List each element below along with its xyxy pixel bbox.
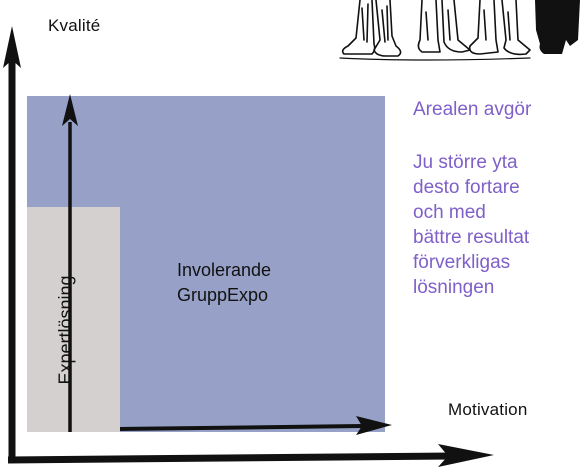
body-line: och med: [413, 202, 486, 223]
expert-solution-area: [27, 207, 120, 432]
x-axis-arrowhead: [438, 444, 494, 467]
inner-x-arrowhead: [356, 416, 392, 435]
group-label-line: Involerande: [177, 260, 272, 280]
inner-x-arrow-line: [119, 424, 363, 431]
body-line: lösningen: [413, 277, 495, 298]
body-line: desto fortare: [413, 177, 520, 198]
body-line: bättre resultat: [413, 227, 530, 248]
y-axis-arrowhead: [3, 26, 21, 68]
people-feet-illustration: [339, 0, 580, 61]
headline-text: Arealen avgör: [413, 99, 532, 120]
body-line: Ju större yta: [413, 152, 518, 173]
inner-y-arrowhead: [62, 94, 78, 126]
y-axis-label: Kvalité: [48, 16, 101, 35]
body-text: Ju större yta desto fortare och med bätt…: [413, 150, 529, 300]
group-label-line: GruppExpo: [177, 285, 269, 305]
x-axis-label: Motivation: [448, 400, 528, 419]
group-expo-label: Involerande GruppExpo: [177, 258, 271, 308]
expert-solution-label: Expertlösning: [55, 275, 76, 385]
x-axis-line: [7, 452, 453, 464]
body-line: förverkligas: [413, 252, 511, 273]
